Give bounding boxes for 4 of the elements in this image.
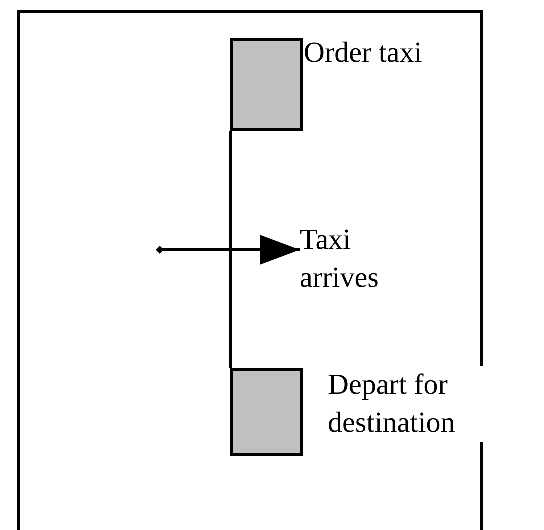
process-box [230, 38, 303, 131]
connector-line [230, 131, 232, 368]
process-box [230, 368, 303, 456]
arrow [156, 235, 300, 265]
